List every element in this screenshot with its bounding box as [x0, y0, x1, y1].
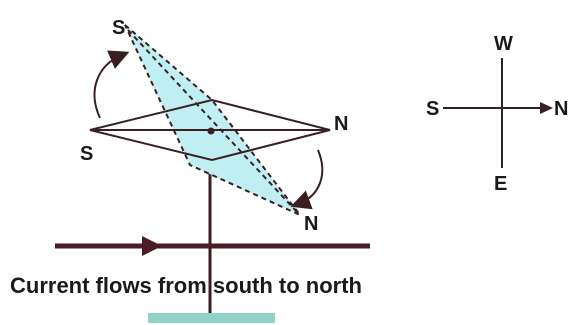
rotation-arrow-north — [290, 149, 324, 210]
compass-rose: W E S N — [426, 33, 568, 195]
compass-north-label: N — [554, 98, 568, 120]
current-direction-arrow — [142, 236, 162, 256]
deflected-needle-body — [124, 24, 301, 216]
base-bar — [148, 313, 275, 323]
needle-pivot — [207, 127, 215, 135]
compass-south-label: S — [426, 98, 439, 120]
original-south-label: S — [80, 143, 93, 165]
compass-east-label: E — [494, 173, 507, 195]
compass-rose-arrowhead — [540, 102, 553, 114]
deflected-south-label: S — [112, 17, 125, 39]
original-north-label: N — [334, 113, 348, 135]
caption: Current flows from south to north — [10, 273, 362, 298]
rotation-arrow-south — [93, 50, 130, 119]
deflected-north-label: N — [304, 213, 318, 235]
compass-west-label: W — [494, 33, 513, 55]
deflected-needle — [124, 24, 301, 216]
